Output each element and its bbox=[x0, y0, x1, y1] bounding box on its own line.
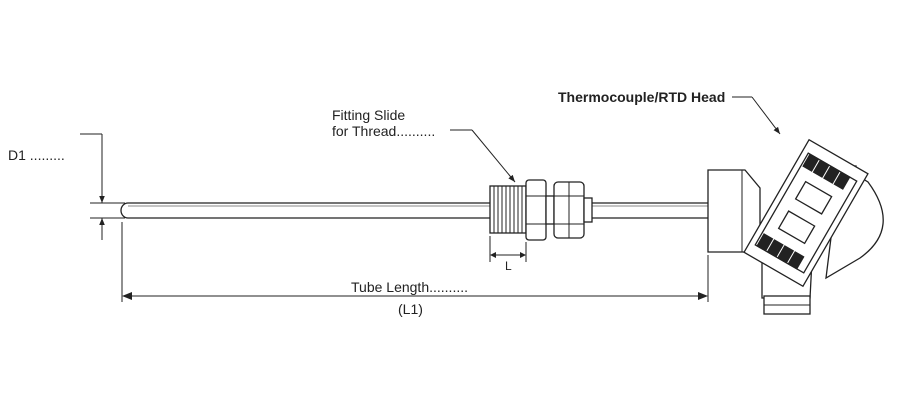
fitting-label-line1: Fitting Slide bbox=[332, 107, 405, 123]
fitting-label-line2: for Thread.......... bbox=[332, 123, 435, 139]
head-leader bbox=[732, 96, 781, 135]
d1-label: D1 ......... bbox=[8, 147, 65, 163]
l1-label: (L1) bbox=[398, 301, 423, 317]
l-label: L bbox=[505, 259, 512, 273]
terminal-head bbox=[707, 138, 884, 315]
fitting-leader bbox=[450, 129, 516, 183]
tube-length-dimension bbox=[121, 222, 709, 302]
probe-tube bbox=[120, 202, 711, 219]
head-label: Thermocouple/RTD Head bbox=[558, 89, 725, 105]
l-dimension bbox=[489, 236, 527, 262]
threaded-fitting bbox=[489, 179, 593, 241]
d1-dimension bbox=[80, 133, 125, 240]
tube-length-label: Tube Length.......... bbox=[351, 279, 468, 295]
